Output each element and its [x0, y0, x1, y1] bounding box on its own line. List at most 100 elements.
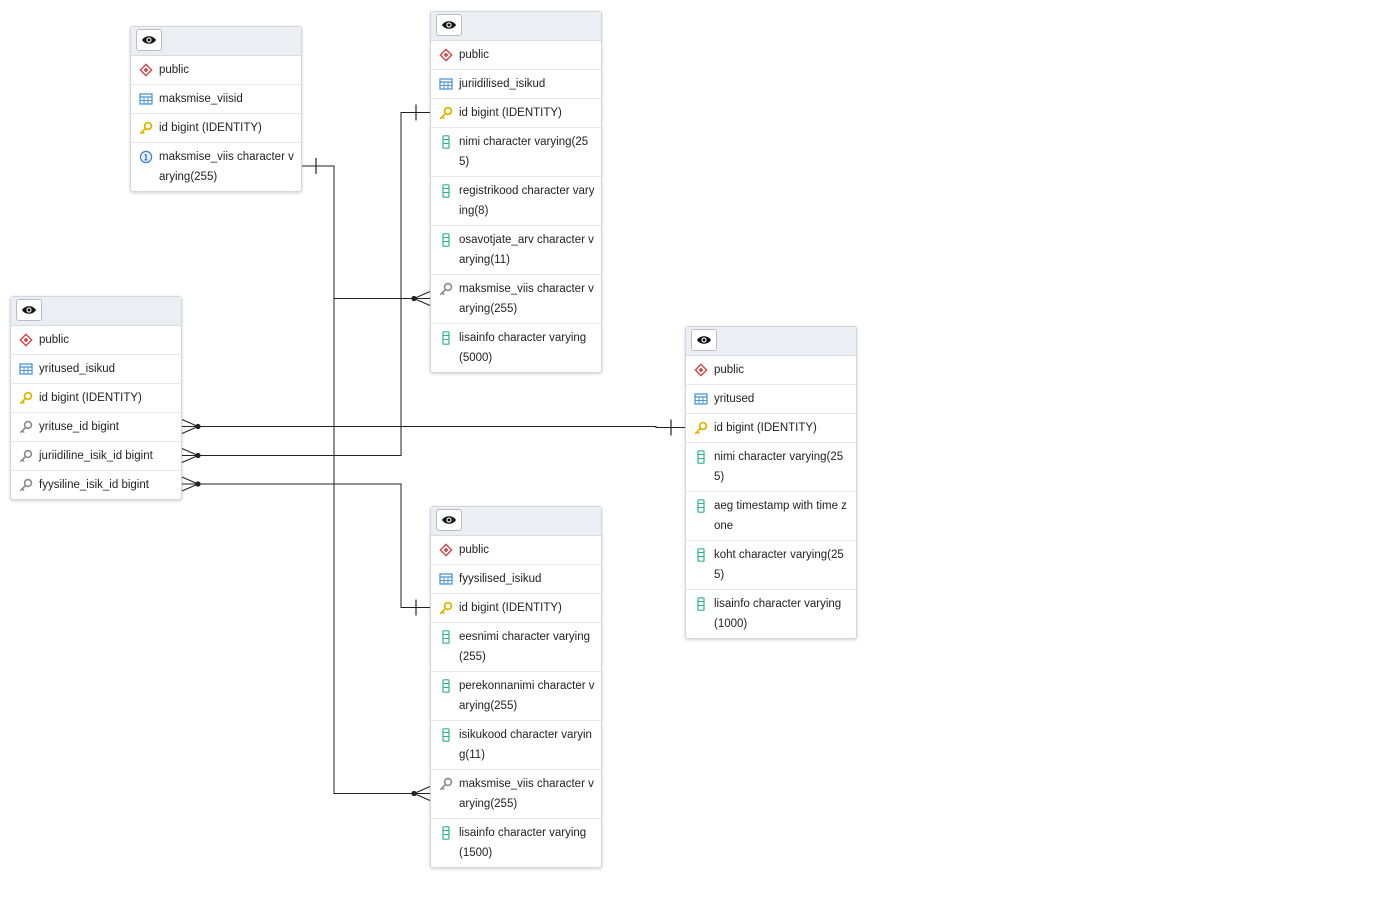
column-row[interactable]: koht character varying(255): [686, 541, 856, 590]
schema-icon: [139, 63, 153, 77]
column-icon: [439, 135, 453, 149]
table-icon: [439, 77, 453, 91]
column-row[interactable]: isikukood character varying(11): [431, 721, 601, 770]
column-row[interactable]: id bigint (IDENTITY): [686, 414, 856, 443]
column-row[interactable]: maksmise_viis character varying(255): [431, 275, 601, 324]
table-node-header[interactable]: [431, 507, 601, 536]
eye-icon[interactable]: [136, 29, 162, 51]
column-icon: [694, 548, 708, 562]
column-row-label: id bigint (IDENTITY): [459, 602, 562, 614]
column-row[interactable]: juriidiline_isik_id bigint: [11, 442, 181, 471]
table-icon: [694, 392, 708, 406]
column-row-label: yrituse_id bigint: [39, 421, 119, 433]
column-row-label: isikukood character varying(11): [459, 729, 592, 761]
primary-key-icon: [19, 391, 33, 405]
eye-icon[interactable]: [16, 299, 42, 321]
column-icon: [694, 597, 708, 611]
crow-foot-line: [181, 419, 199, 427]
column-row[interactable]: nimi character varying(255): [431, 128, 601, 177]
schema-row[interactable]: public: [11, 326, 181, 355]
column-row-label: osavotjate_arv character varying(11): [459, 234, 594, 266]
column-row-label: id bigint (IDENTITY): [39, 392, 142, 404]
column-row-label: id bigint (IDENTITY): [714, 422, 817, 434]
relationship-line: [182, 426, 685, 428]
column-row[interactable]: id bigint (IDENTITY): [431, 594, 601, 623]
column-row[interactable]: id bigint (IDENTITY): [11, 384, 181, 413]
column-row[interactable]: maksmise_viis character varying(255): [431, 770, 601, 819]
table-name-row[interactable]: yritused: [686, 385, 856, 414]
column-row[interactable]: aeg timestamp with time zone: [686, 492, 856, 541]
schema-row-label: public: [714, 364, 745, 376]
table-name-row[interactable]: fyysilised_isikud: [431, 565, 601, 594]
column-row-label: fyysiline_isik_id bigint: [39, 479, 149, 491]
table-node-yritused[interactable]: public yritused id bigint (IDENTITY) nimi c…: [685, 326, 857, 639]
table-name-row-label: maksmise_viisid: [159, 93, 243, 105]
schema-row[interactable]: public: [431, 536, 601, 565]
schema-row[interactable]: public: [431, 41, 601, 70]
crow-foot-dot: [411, 790, 417, 797]
column-row[interactable]: lisainfo character varying(1000): [686, 590, 856, 638]
eye-icon[interactable]: [436, 14, 462, 36]
primary-key-icon: [439, 106, 453, 120]
schema-row[interactable]: public: [686, 356, 856, 385]
column-row-label: registrikood character varying(8): [459, 185, 595, 217]
table-node-header[interactable]: [431, 12, 601, 41]
column-row[interactable]: lisainfo character varying(5000): [431, 324, 601, 372]
crow-foot-dot: [195, 452, 201, 459]
schema-icon: [694, 363, 708, 377]
table-name-row-label: yritused: [714, 393, 755, 405]
column-row[interactable]: nimi character varying(255): [686, 443, 856, 492]
table-node-header[interactable]: [11, 297, 181, 326]
crow-foot-line: [181, 476, 199, 485]
crow-foot-dot: [411, 295, 417, 302]
table-name-row-label: yritused_isikud: [39, 363, 116, 375]
column-row[interactable]: fyysiline_isik_id bigint: [11, 471, 181, 499]
table-node-header[interactable]: [686, 327, 856, 356]
schema-row[interactable]: public: [131, 56, 301, 85]
crow-foot-dot: [195, 423, 201, 430]
eye-icon[interactable]: [691, 329, 717, 351]
column-row-label: id bigint (IDENTITY): [159, 122, 262, 134]
eye-icon[interactable]: [436, 509, 462, 531]
column-row[interactable]: id bigint (IDENTITY): [431, 99, 601, 128]
foreign-key-icon: [19, 449, 33, 463]
column-row-label: eesnimi character varying(255): [459, 631, 591, 663]
column-row[interactable]: osavotjate_arv character varying(11): [431, 226, 601, 275]
column-row-label: maksmise_viis character varying(255): [459, 283, 594, 315]
column-row[interactable]: lisainfo character varying(1500): [431, 819, 601, 867]
column-row-label: nimi character varying(255): [459, 136, 589, 168]
foreign-key-icon: [439, 777, 453, 791]
foreign-key-icon: [439, 282, 453, 296]
column-icon: [439, 826, 453, 840]
column-row-label: maksmise_viis character varying(255): [459, 778, 594, 810]
primary-key-icon: [139, 121, 153, 135]
column-row-label: lisainfo character varying(1500): [459, 827, 587, 859]
crow-foot-line: [181, 426, 199, 434]
crow-foot-line: [413, 793, 431, 801]
column-row[interactable]: yrituse_id bigint: [11, 413, 181, 442]
schema-icon: [19, 333, 33, 347]
column-row[interactable]: maksmise_viis character varying(255): [131, 143, 301, 191]
schema-row-label: public: [39, 334, 70, 346]
column-row[interactable]: registrikood character varying(8): [431, 177, 601, 226]
crow-foot-dot: [195, 481, 201, 487]
table-name-row[interactable]: yritused_isikud: [11, 355, 181, 384]
column-row[interactable]: id bigint (IDENTITY): [131, 114, 301, 143]
column-icon: [439, 184, 453, 198]
column-row[interactable]: eesnimi character varying(255): [431, 623, 601, 672]
table-node-header[interactable]: [131, 27, 301, 56]
crow-foot-line: [413, 786, 431, 794]
table-name-row[interactable]: maksmise_viisid: [131, 85, 301, 114]
column-row[interactable]: perekonnanimi character varying(255): [431, 672, 601, 721]
schema-row-label: public: [159, 64, 190, 76]
crow-foot-line: [181, 455, 199, 463]
foreign-key-icon: [19, 478, 33, 492]
foreign-key-icon: [19, 420, 33, 434]
column-icon: [694, 450, 708, 464]
table-name-row[interactable]: juriidilised_isikud: [431, 70, 601, 99]
